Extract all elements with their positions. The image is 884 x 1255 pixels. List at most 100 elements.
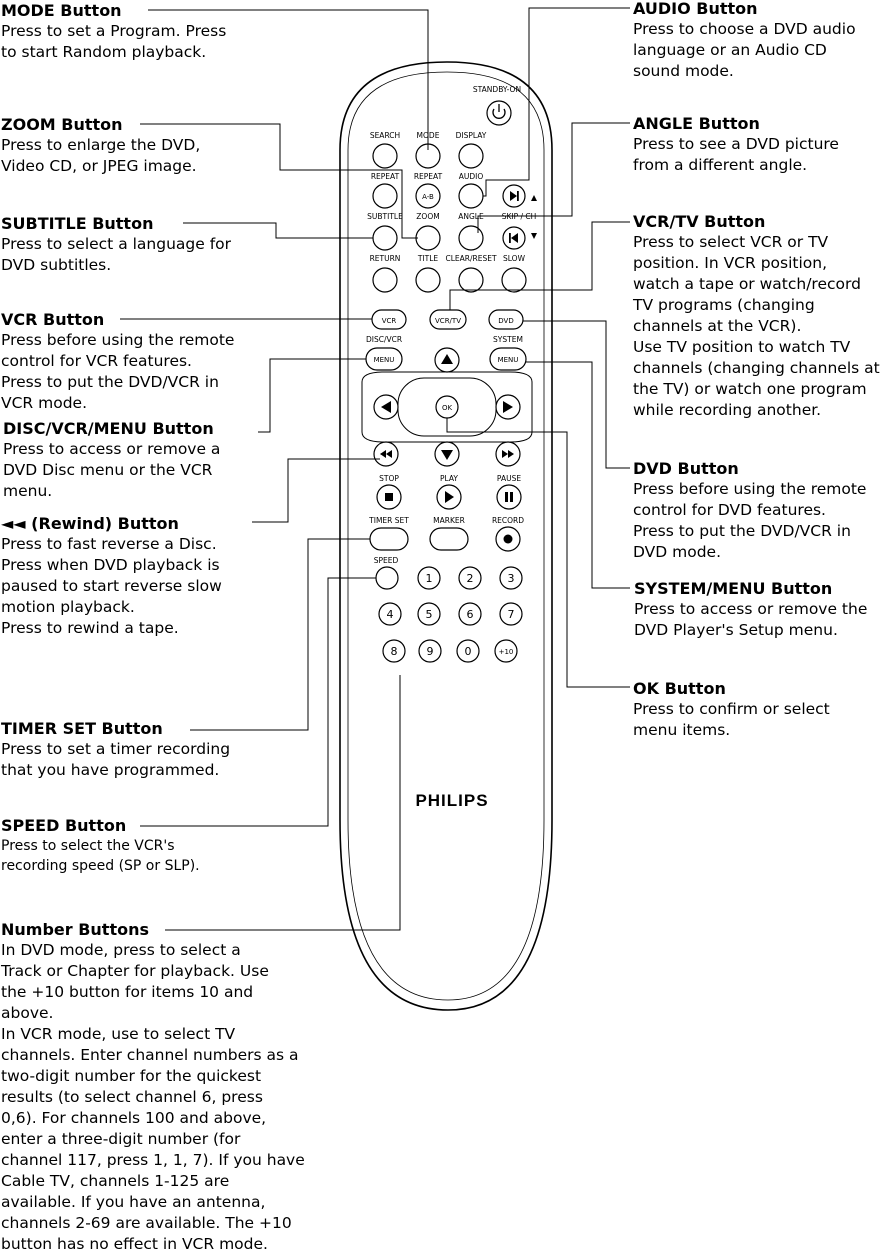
callout-desc: Press to fast reverse a Disc. Press when… [1,535,222,637]
callout-desc: Press to select VCR or TV position. In V… [633,233,880,419]
title-label: TITLE [417,254,439,263]
callout-ok: OK Button Press to confirm or select men… [633,678,830,741]
nav-right-icon [503,401,513,413]
title-button[interactable] [415,267,441,293]
number-6-button[interactable] [458,602,482,626]
callout-dvd: DVD Button Press before using the remote… [633,458,866,563]
record-icon [503,534,513,544]
vcr-tv-leader [449,221,630,310]
system-menu-leader [526,361,630,589]
callout-disc-menu: DISC/VCR/MENU Button Press to access or … [3,418,220,502]
numbers-leader [165,675,401,931]
number-9-text: 9 [427,645,434,658]
repeat-ab-button[interactable] [415,183,441,209]
number-7-text: 7 [508,608,515,621]
number-1-text: 1 [426,572,433,585]
ok-text: OK [442,404,453,412]
clear-reset-label: CLEAR/RESET [445,254,496,263]
callout-title: SYSTEM/MENU Button [634,579,833,598]
angle-button[interactable] [458,225,484,251]
callout-system-menu: SYSTEM/MENU Button Press to access or re… [634,578,867,641]
callout-desc: Press before using the remote control fo… [1,331,235,412]
callout-desc: Press to set a Program. Press to start R… [1,22,227,61]
mode-leader [148,9,429,150]
vcr-tv-button[interactable] [429,309,467,330]
disc-menu-text: MENU [374,356,395,364]
callout-title: MODE Button [1,1,122,20]
stop-icon [385,493,393,501]
callout-mode: MODE Button Press to set a Program. Pres… [1,0,226,63]
pause-icon [505,492,513,502]
subtitle-leader [183,222,373,239]
speed-button[interactable] [375,566,399,590]
pause-label: PAUSE [497,474,521,483]
plus-10-button[interactable] [494,639,518,663]
standby-button[interactable] [486,100,512,126]
callout-audio: AUDIO Button Press to choose a DVD audio… [633,0,856,82]
pause-button[interactable] [496,484,522,510]
dvd-button[interactable] [488,309,524,330]
leader-lines [120,7,630,931]
callout-title: ANGLE Button [633,114,760,133]
callout-title: AUDIO Button [633,0,758,18]
number-3-button[interactable] [499,566,523,590]
number-5-text: 5 [426,608,433,621]
callout-desc: Press to confirm or select menu items. [633,700,830,739]
number-0-button[interactable] [456,639,480,663]
callout-desc: Press to access or remove the DVD Player… [634,600,868,639]
callout-desc: Press to choose a DVD audio language or … [633,20,856,80]
system-menu-button[interactable] [489,347,527,371]
search-button[interactable] [372,143,398,169]
display-button[interactable] [458,143,484,169]
number-4-button[interactable] [378,602,402,626]
marker-button[interactable] [429,527,469,551]
up-arrow-icon [531,195,537,201]
callout-title: VCR/TV Button [633,212,766,231]
timer-set-leader [190,538,370,731]
play-icon [445,491,454,503]
callout-desc: Press to access or remove a DVD Disc men… [3,440,221,500]
stop-label: STOP [379,474,399,483]
callout-desc: Press before using the remote control fo… [633,480,867,561]
number-5-button[interactable] [417,602,441,626]
system-menu-text: MENU [498,356,519,364]
slow-button[interactable] [501,267,527,293]
timer-set-button[interactable] [369,527,409,551]
audio-button[interactable] [458,183,484,209]
audio-leader [483,7,630,197]
repeat-button[interactable] [372,183,398,209]
speed-label: SPEED [374,556,399,565]
subtitle-button[interactable] [372,225,398,251]
callout-desc: Press to select a language for DVD subti… [1,235,232,274]
disc-menu-leader [258,358,366,433]
zoom-button[interactable] [415,225,441,251]
rewind-icon [380,450,392,458]
record-label: RECORD [492,516,524,525]
callout-desc: In DVD mode, press to select a Track or … [1,941,305,1253]
return-label: RETURN [370,254,401,263]
zoom-leader [140,123,418,239]
callout-title: TIMER SET Button [1,719,163,738]
rewind-leader [252,458,380,523]
number-2-button[interactable] [458,566,482,590]
number-9-button[interactable] [418,639,442,663]
return-button[interactable] [372,267,398,293]
subtitle-label: SUBTITLE [367,212,403,221]
callout-title: ◄◄ (Rewind) Button [1,514,179,533]
number-2-text: 2 [467,572,474,585]
callout-timer-set: TIMER SET Button Press to set a timer re… [1,718,230,781]
number-1-button[interactable] [417,566,441,590]
clear-reset-button[interactable] [458,267,484,293]
remote-inner-outline [347,71,545,1001]
callout-speed: SPEED Button Press to select the VCR's r… [1,815,200,876]
callout-zoom: ZOOM Button Press to enlarge the DVD, Vi… [1,114,200,177]
number-8-text: 8 [391,645,398,658]
slow-label: SLOW [503,254,526,263]
callout-title: SPEED Button [1,816,127,835]
number-7-button[interactable] [499,602,523,626]
number-8-button[interactable] [382,639,406,663]
dvd-text: DVD [498,317,513,325]
angle-leader [477,122,630,233]
number-6-text: 6 [467,608,474,621]
